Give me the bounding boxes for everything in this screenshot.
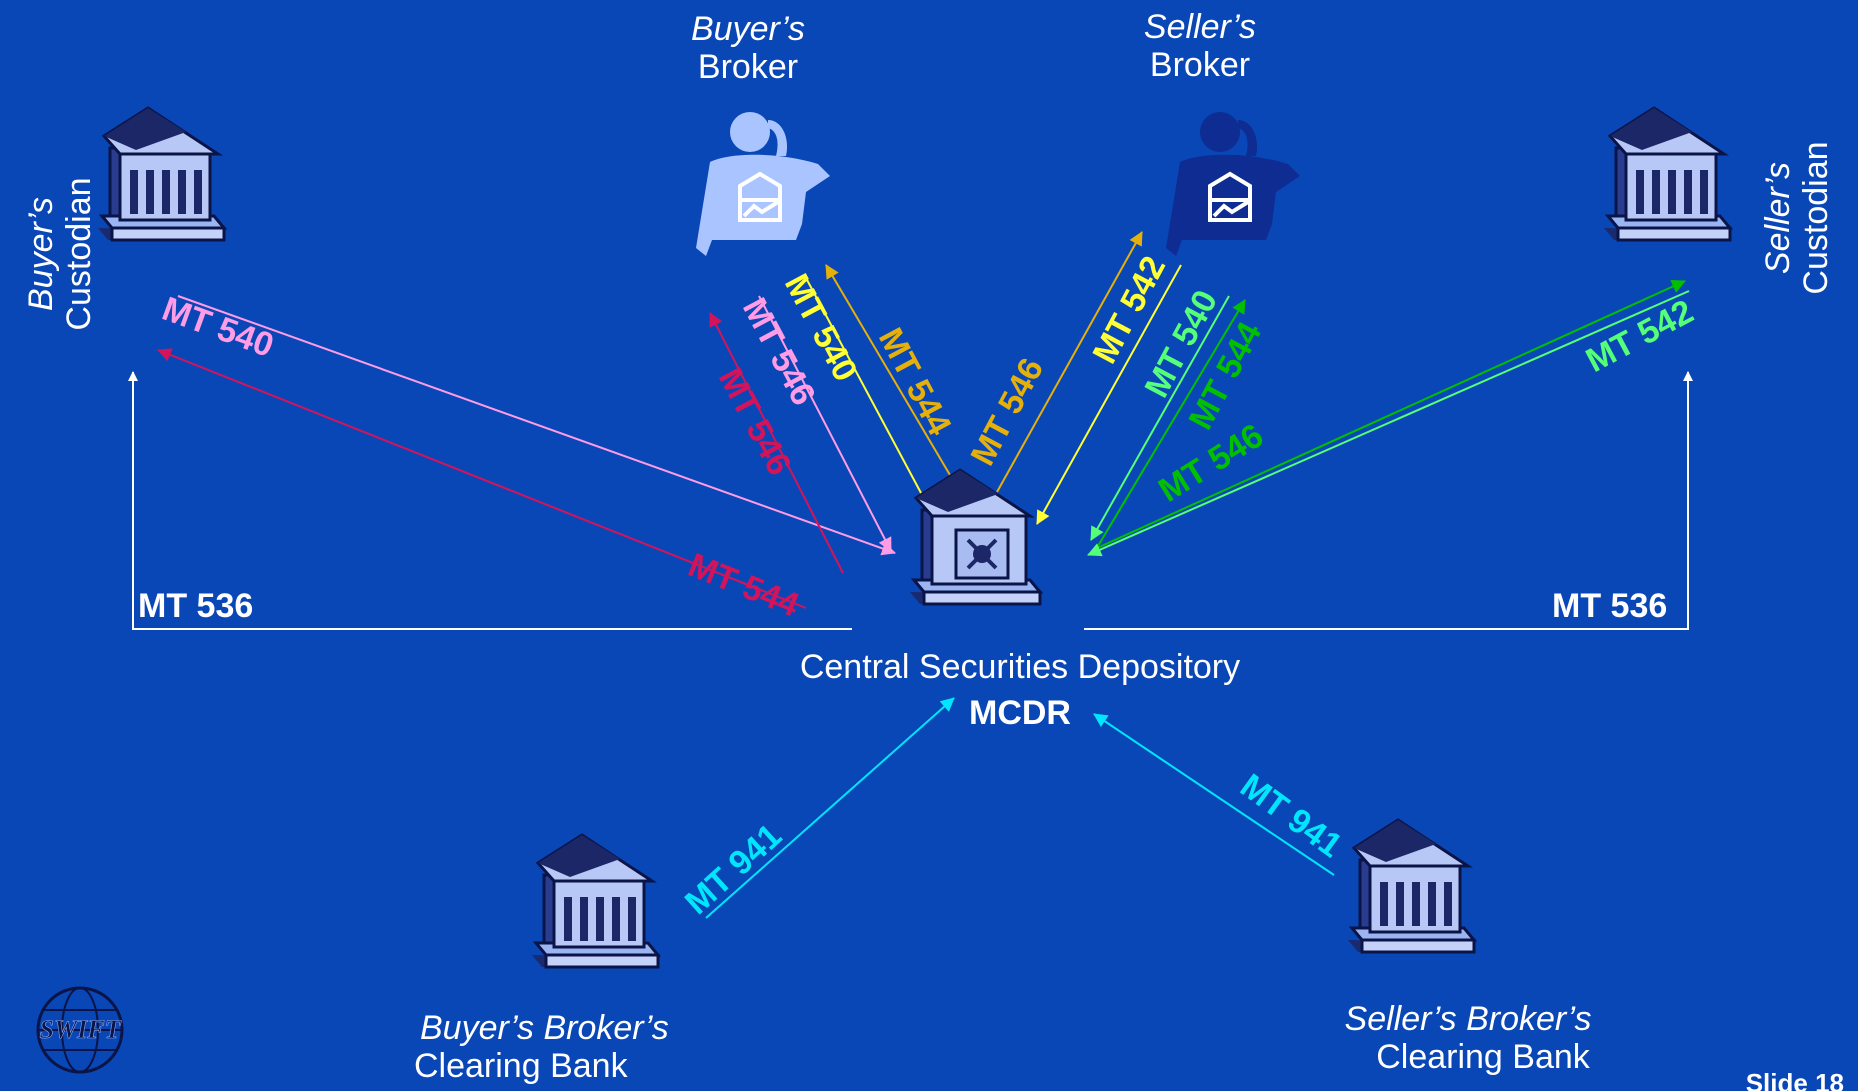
arrow-seller-broker-546 <box>996 231 1143 493</box>
label-seller-broker-546: MT 546 <box>964 352 1052 472</box>
seller-custodian-line2: Custodian <box>1797 141 1835 295</box>
buyer-clearing-bank-line1: Buyer’s Broker’s <box>420 1009 669 1047</box>
buyer-broker-person-icon <box>694 110 832 258</box>
label-seller-clearing-941: MT 941 <box>1233 767 1349 865</box>
arrow-seller-broker-540 <box>1090 295 1230 541</box>
swift-logo-text: SWIFT <box>40 1015 122 1044</box>
label-buyer-custodian-544: MT 544 <box>683 546 804 624</box>
arrow-buyer-custodian-540 <box>177 295 896 556</box>
seller-custodian-bank-icon <box>1602 106 1732 242</box>
buyer-custodian-bank-icon <box>96 106 226 242</box>
buyer-clearing-bank-icon <box>530 833 660 969</box>
swift-logo: SWIFT <box>36 986 124 1074</box>
arrow-seller-broker-544 <box>1094 299 1246 552</box>
label-buyer-clearing-941: MT 941 <box>678 817 789 922</box>
arrow-buyer-broker-546-pink <box>758 295 892 552</box>
arrow-buyer-broker-544 <box>825 264 961 493</box>
csd-line2: MCDR <box>969 694 1071 732</box>
arrow-buyer-clearing-941 <box>705 697 955 919</box>
buyer-broker-line2: Broker <box>697 48 799 86</box>
seller-broker-label: Seller’s Broker <box>1120 8 1280 84</box>
seller-custodian-label: Seller’s Custodian <box>1759 128 1835 308</box>
csd-vault-icon <box>908 468 1042 606</box>
label-buyer-custodian-540: MT 540 <box>157 290 278 365</box>
seller-clearing-bank-label: Seller’s Broker’s Clearing Bank <box>1328 1000 1608 1076</box>
arrow-seller-broker-542 <box>1036 264 1182 525</box>
slide-number: Slide 18 <box>1745 1068 1844 1091</box>
buyer-clearing-bank-label: Buyer’s Broker’s Clearing Bank <box>414 1009 669 1085</box>
seller-clearing-bank-line2: Clearing Bank <box>1376 1038 1590 1076</box>
buyer-custodian-line2: Custodian <box>60 177 98 331</box>
buyer-clearing-bank-line2: Clearing Bank <box>414 1047 628 1085</box>
seller-custodian-line1: Seller’s <box>1759 161 1797 275</box>
seller-clearing-bank-line1: Seller’s Broker’s <box>1344 1000 1592 1038</box>
mt536-left-connector <box>128 371 852 630</box>
seller-broker-person-icon <box>1164 110 1302 258</box>
buyer-custodian-label: Buyer’s Custodian <box>22 164 98 344</box>
arrow-seller-clearing-941 <box>1093 713 1335 876</box>
label-seller-custodian-542: MT 542 <box>1580 292 1700 380</box>
arrow-seller-custodian-546 <box>1094 280 1686 550</box>
label-buyer-custodian-536: MT 536 <box>138 587 253 625</box>
arrow-buyer-broker-546-crimson <box>709 312 844 574</box>
buyer-custodian-line1: Buyer’s <box>22 196 60 312</box>
csd-label: Central Securities Depository MCDR <box>752 648 1288 732</box>
mt536-right-connector <box>1084 371 1693 630</box>
arrow-seller-custodian-542 <box>1087 290 1690 557</box>
buyer-broker-label: Buyer’s Broker <box>668 10 828 86</box>
buyer-broker-line1: Buyer’s <box>690 10 806 48</box>
label-seller-custodian-536: MT 536 <box>1552 587 1667 625</box>
seller-broker-line1: Seller’s <box>1143 8 1257 46</box>
arrow-buyer-broker-540 <box>805 277 945 537</box>
seller-broker-line2: Broker <box>1149 46 1251 84</box>
arrow-buyer-custodian-544 <box>157 348 807 609</box>
seller-clearing-bank-icon <box>1346 818 1476 954</box>
csd-line1: Central Securities Depository <box>799 648 1241 686</box>
